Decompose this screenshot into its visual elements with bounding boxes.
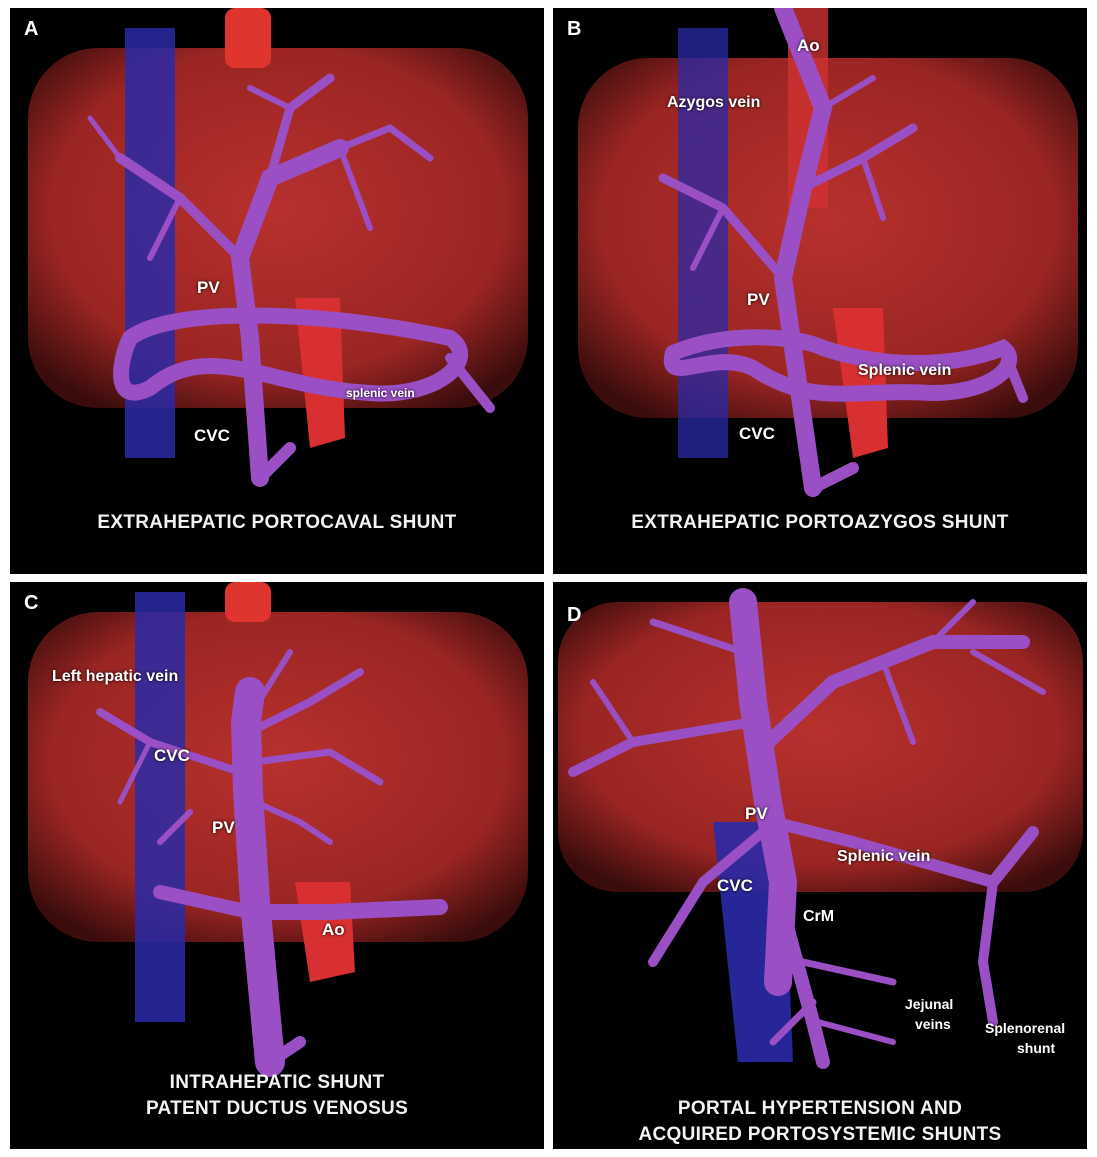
ao-label: Ao	[797, 36, 820, 56]
pv-label: PV	[745, 804, 768, 824]
panel-d: D PV Splenic vein CVC CrM Jejunal veins …	[553, 582, 1087, 1149]
splenic-vein-label: Splenic vein	[858, 362, 951, 380]
pv-label: PV	[747, 290, 770, 310]
jejunal-veins-label-line1: Jejunal	[905, 996, 953, 1012]
left-hepatic-vein-label: Left hepatic vein	[52, 668, 178, 686]
panel-caption-line1: PORTAL HYPERTENSION AND	[553, 1096, 1087, 1122]
cvc-label: CVC	[739, 424, 775, 444]
panel-letter: B	[567, 18, 581, 41]
panel-letter: D	[567, 604, 581, 627]
panel-a: A PV CVC splenic vein EXTRAHEPATIC PORTO…	[10, 8, 544, 574]
aorta	[225, 8, 271, 68]
panel-c: C Left hepatic vein CVC PV Ao INTRAHEPAT…	[10, 582, 544, 1149]
panel-letter: A	[24, 18, 38, 41]
cava	[135, 592, 185, 1022]
splenorenal-shunt-label-line2: shunt	[1017, 1040, 1055, 1056]
panel-b-illustration	[553, 8, 1087, 574]
panel-caption-line2: ACQUIRED PORTOSYSTEMIC SHUNTS	[553, 1122, 1087, 1148]
splenic-vein-label: splenic vein	[346, 386, 415, 400]
splenic-vein-label: Splenic vein	[837, 848, 930, 866]
panel-d-illustration	[553, 582, 1087, 1149]
aorta	[225, 582, 271, 622]
splenorenal-shunt-label-line1: Splenorenal	[985, 1020, 1065, 1036]
panel-caption: EXTRAHEPATIC PORTOAZYGOS SHUNT	[553, 510, 1087, 536]
cvc-label: CVC	[717, 876, 753, 896]
panel-caption-line2: PATENT DUCTUS VENOSUS	[10, 1096, 544, 1122]
pv-label: PV	[197, 278, 220, 298]
panel-letter: C	[24, 592, 38, 615]
crm-label: CrM	[803, 908, 834, 926]
azygos-vein-label: Azygos vein	[667, 94, 760, 112]
liver-shape	[28, 612, 528, 942]
panel-a-illustration	[10, 8, 544, 574]
panel-caption-line1: INTRAHEPATIC SHUNT	[10, 1070, 544, 1096]
panel-b: B Ao Azygos vein PV Splenic vein CVC EXT…	[553, 8, 1087, 574]
pv-label: PV	[212, 818, 235, 838]
jejunal-veins-label-line2: veins	[915, 1016, 951, 1032]
cvc-label: CVC	[194, 426, 230, 446]
cvc-label: CVC	[154, 746, 190, 766]
panel-caption: EXTRAHEPATIC PORTOCAVAL SHUNT	[10, 510, 544, 536]
ao-label: Ao	[322, 920, 345, 940]
